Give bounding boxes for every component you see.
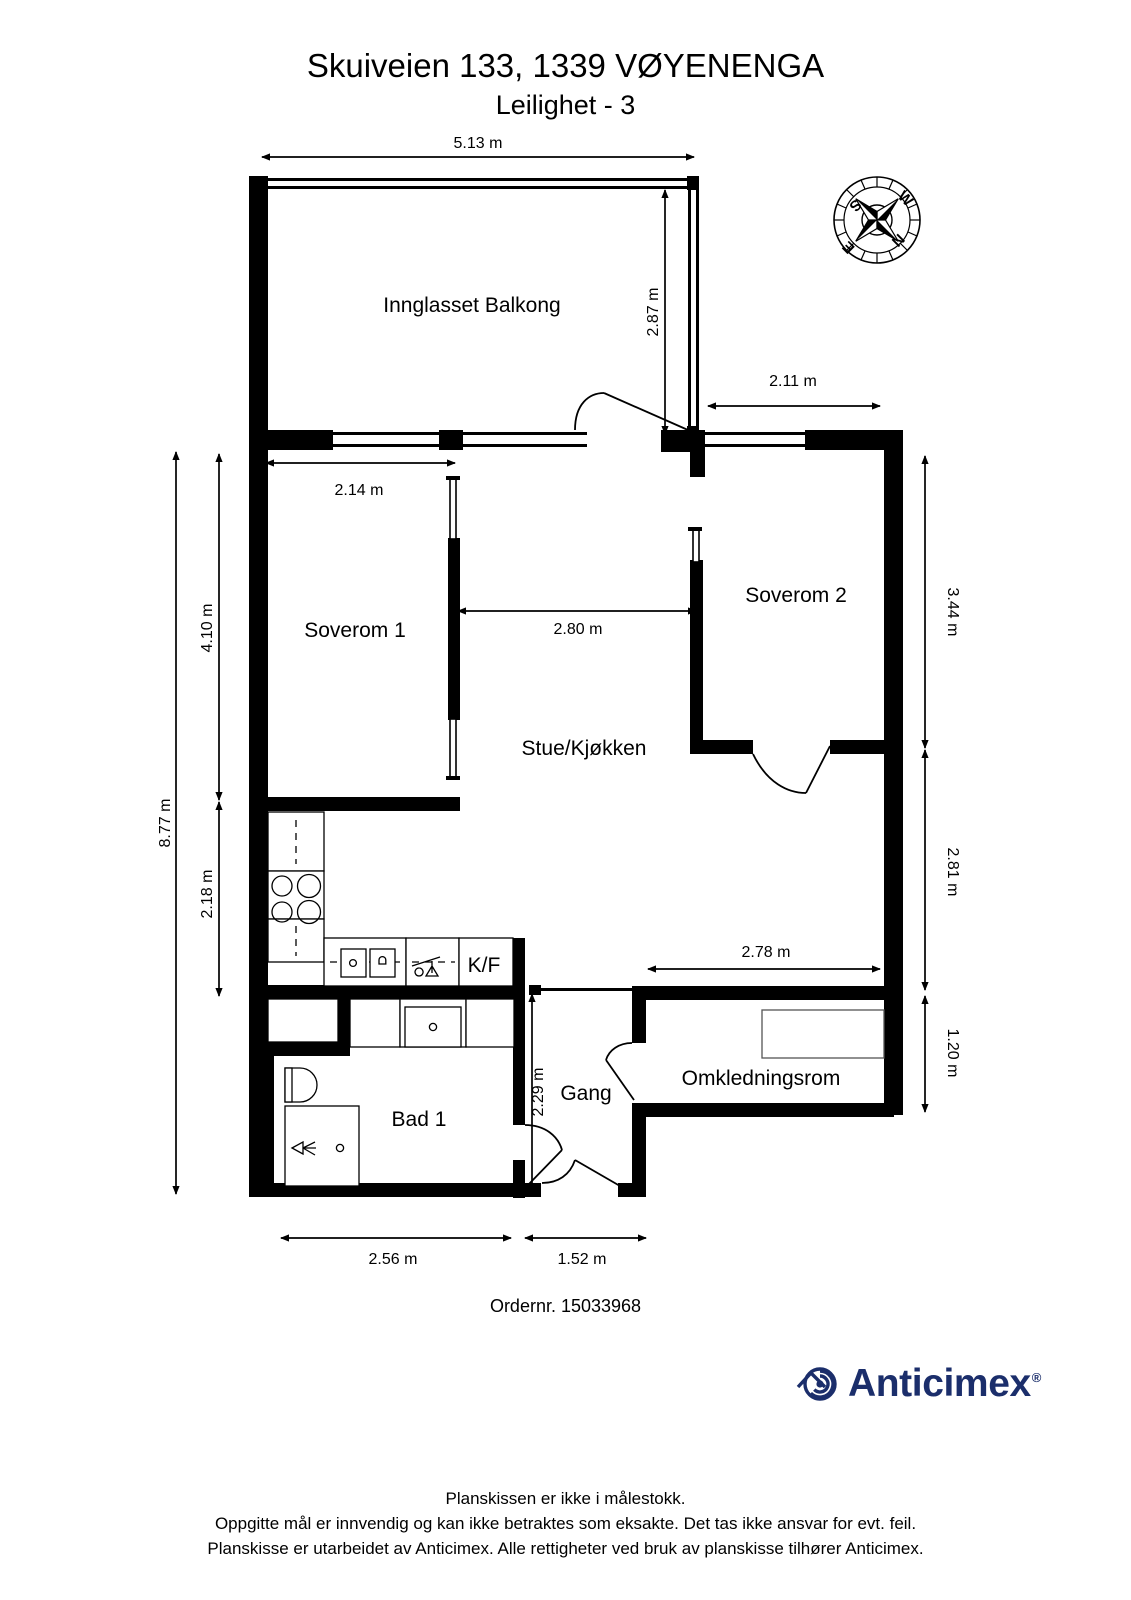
unit-subtitle: Leilighet - 3	[495, 90, 636, 120]
dim-omkledning-height: 1.20 m	[944, 1029, 961, 1078]
dim-upper-left-height: 4.10 m	[199, 604, 216, 653]
fixture-group	[267, 811, 885, 1187]
dimension-group	[172, 153, 929, 1242]
compass-rose-icon: S W E N	[833, 176, 921, 264]
logo-wordmark: Anticimex	[848, 1362, 1031, 1405]
disclaimer-footer: Planskissen er ikke i målestokk. Oppgitt…	[0, 1486, 1131, 1561]
room-label-bad1: Bad 1	[392, 1108, 447, 1131]
anticimex-logo: Anticimex®	[795, 1358, 1041, 1404]
door-swing-group	[524, 392, 831, 1187]
dim-stue-lower-height: 2.81 m	[944, 848, 961, 897]
wall-group	[249, 176, 903, 1198]
dim-soverom2-height: 3.44 m	[944, 588, 961, 637]
address-title: Skuiveien 133, 1339 VØYENENGA	[306, 47, 825, 84]
room-label-group: Innglasset Balkong Soverom 1 Soverom 2 S…	[304, 294, 847, 1131]
dim-balcony-width: 5.13 m	[454, 135, 503, 152]
disclaimer-line-1: Planskissen er ikke i målestokk.	[445, 1489, 686, 1508]
dim-gang-height: 2.29 m	[530, 1068, 547, 1117]
dim-total-height: 8.77 m	[157, 799, 174, 848]
dim-bad-width: 2.56 m	[369, 1251, 418, 1268]
disclaimer-line-3: Planskisse er utarbeidet av Anticimex. A…	[207, 1539, 924, 1558]
dim-omkledning-width: 2.78 m	[742, 944, 791, 961]
room-label-balkong: Innglasset Balkong	[383, 294, 560, 317]
spiral-icon	[796, 1367, 837, 1401]
dim-stue-width: 2.80 m	[554, 621, 603, 638]
dim-balcony-depth: 2.87 m	[645, 288, 662, 337]
dim-lower-left-height: 2.18 m	[199, 870, 216, 919]
dim-gang-width: 1.52 m	[558, 1251, 607, 1268]
room-label-stue: Stue/Kjøkken	[522, 737, 647, 760]
dim-soverom1-width: 2.14 m	[335, 482, 384, 499]
room-label-omkledningsrom: Omkledningsrom	[682, 1067, 841, 1090]
room-label-soverom2: Soverom 2	[745, 584, 847, 607]
page-title: Skuiveien 133, 1339 VØYENENGA Leilighet …	[0, 46, 1131, 122]
dimension-label-group: 5.13 m 2.87 m 2.11 m 2.14 m 2.80 m 8.77 …	[157, 135, 961, 1268]
room-label-soverom1: Soverom 1	[304, 619, 406, 642]
disclaimer-line-2: Oppgitte mål er innvendig og kan ikke be…	[214, 1514, 917, 1533]
order-number: Ordernr. 15033968	[489, 1296, 642, 1316]
room-label-kf: K/F	[468, 954, 501, 977]
dim-soverom2-width: 2.11 m	[769, 373, 817, 390]
room-label-gang: Gang	[560, 1082, 611, 1105]
trademark-symbol: ®	[1031, 1370, 1042, 1385]
